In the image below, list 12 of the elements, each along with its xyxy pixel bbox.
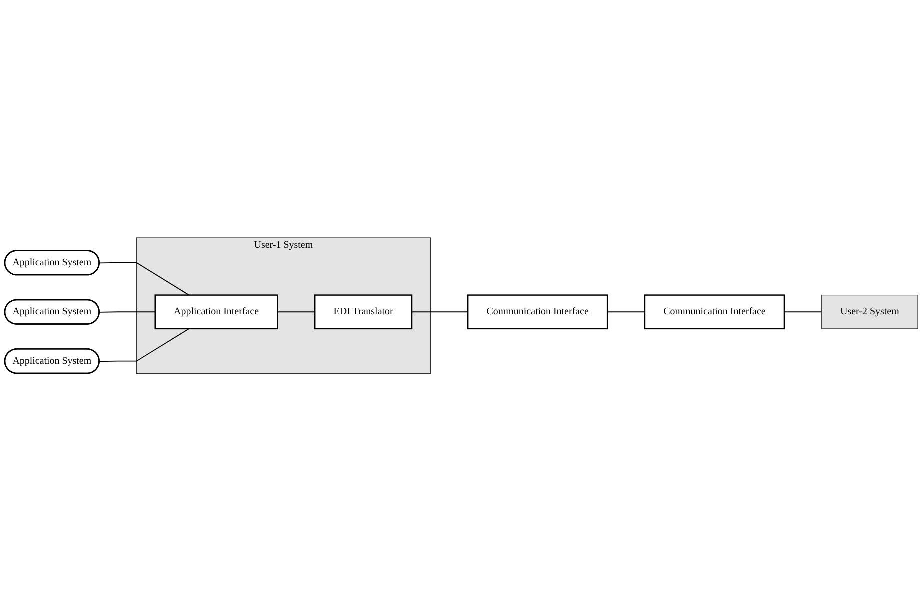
connector <box>99 328 190 362</box>
connector <box>277 312 316 313</box>
node-box: Communication Interface <box>644 294 786 330</box>
node-box: User-2 System <box>822 295 918 330</box>
connector <box>99 312 156 313</box>
node-box: EDI Translator <box>314 294 413 330</box>
connector <box>99 262 190 296</box>
node-box: Application Interface <box>154 294 278 330</box>
connector <box>784 312 822 313</box>
connector <box>412 312 469 313</box>
connector <box>607 312 646 313</box>
node-box: Communication Interface <box>467 294 608 330</box>
